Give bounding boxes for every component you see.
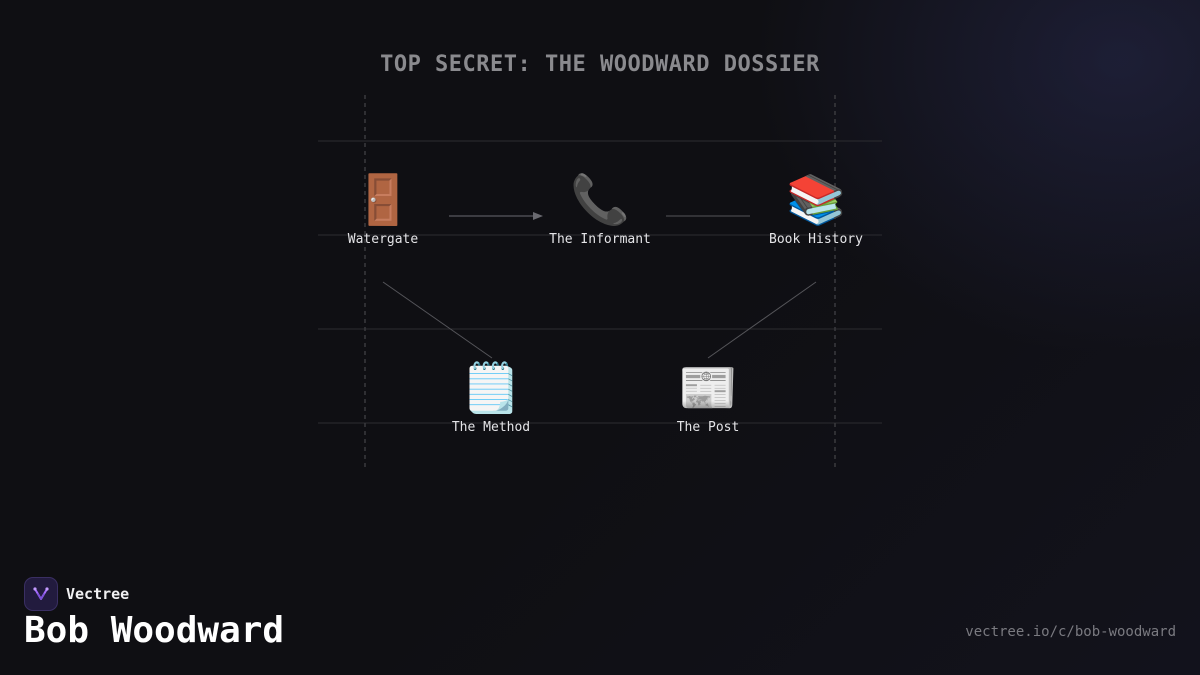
node-method[interactable]: 🗒️ The Method <box>411 360 571 435</box>
books-icon: 📚 <box>786 172 846 228</box>
notepad-icon: 🗒️ <box>461 360 521 416</box>
node-label: The Post <box>676 420 740 435</box>
node-watergate[interactable]: 🚪 Watergate <box>303 172 463 247</box>
node-post[interactable]: 📰 The Post <box>628 360 788 435</box>
edge-book-history-post <box>707 281 817 359</box>
node-label: Book History <box>769 232 863 247</box>
person-name: Bob Woodward <box>24 610 285 651</box>
node-book-history[interactable]: 📚 Book History <box>736 172 896 247</box>
edge-watergate-method <box>382 281 493 359</box>
door-icon: 🚪 <box>353 172 413 228</box>
node-label: The Method <box>451 420 531 435</box>
node-label: The Informant <box>549 232 651 247</box>
telephone-icon: 📞 <box>570 172 630 228</box>
brand[interactable]: Vectree <box>24 577 129 611</box>
brand-name: Vectree <box>66 585 130 603</box>
profile-url[interactable]: vectree.io/c/bob-woodward <box>965 624 1176 640</box>
node-informant[interactable]: 📞 The Informant <box>520 172 680 247</box>
newspaper-icon: 📰 <box>678 360 738 416</box>
diagram-title: TOP SECRET: THE WOODWARD DOSSIER <box>380 52 820 77</box>
vectree-logo-icon <box>24 577 58 611</box>
node-label: Watergate <box>347 232 419 247</box>
edges <box>382 212 817 359</box>
grid-lines <box>318 95 882 468</box>
